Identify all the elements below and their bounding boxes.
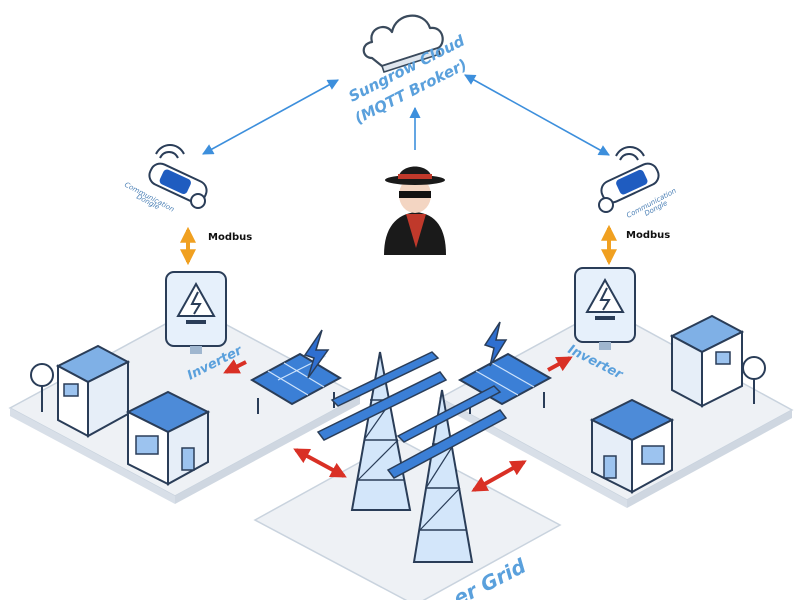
right-grid-arrow bbox=[471, 460, 527, 492]
cloud-left-arrow bbox=[202, 79, 339, 155]
left-panel-inverter-arrow bbox=[223, 359, 247, 374]
cloud-icon bbox=[362, 14, 444, 74]
right-tower-icon bbox=[386, 385, 508, 563]
right-inverter-icon bbox=[574, 267, 636, 350]
right-modbus-label: Modbus bbox=[626, 230, 670, 241]
left-dongle-icon bbox=[148, 144, 208, 209]
right-house-icon bbox=[589, 314, 766, 494]
grid-platform bbox=[253, 439, 562, 600]
cloud-right-arrow bbox=[464, 74, 610, 156]
left-grid-arrow bbox=[293, 448, 347, 478]
left-house-icon bbox=[30, 344, 211, 486]
hacker-icon bbox=[384, 166, 446, 255]
left-inverter-icon bbox=[165, 271, 227, 354]
right-dongle-icon bbox=[598, 146, 660, 213]
right-panel-inverter-arrow bbox=[547, 356, 573, 372]
left-solar-panel-icon bbox=[249, 329, 343, 414]
left-modbus-label: Modbus bbox=[208, 232, 252, 243]
